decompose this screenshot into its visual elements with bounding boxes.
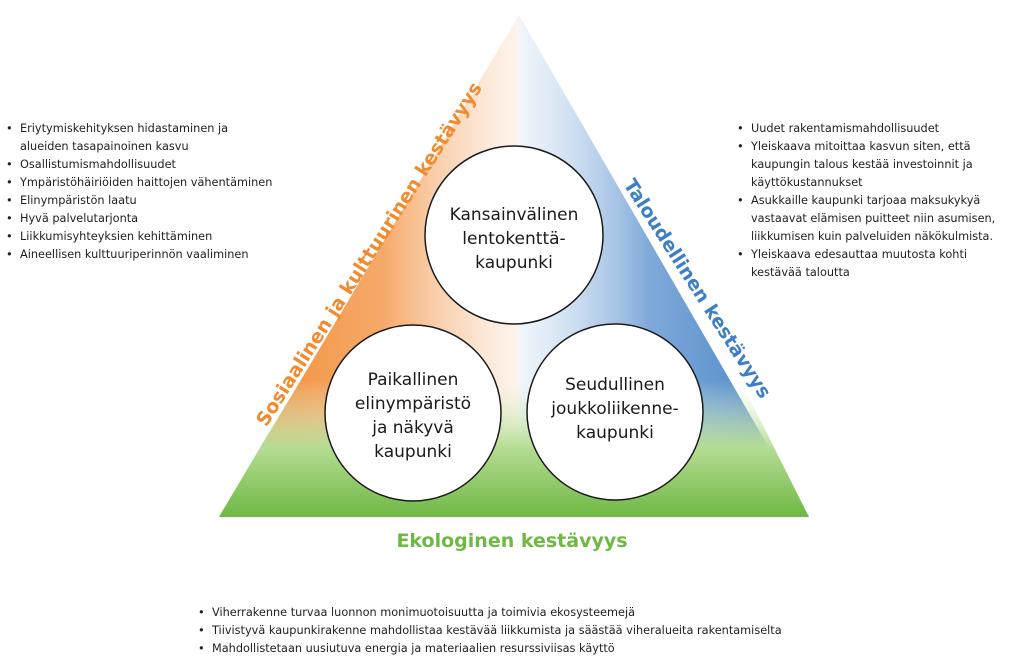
list-item: Yleiskaava mitoittaa kasvun siten, että … — [735, 138, 1024, 192]
circle-top — [424, 145, 604, 325]
list-item: Ympäristöhäiriöiden haittojen vähentämin… — [4, 174, 304, 192]
list-item: Uudet rakentamismahdollisuudet — [735, 120, 1024, 138]
circle-top-label: Kansainvälinen lentokenttä- kaupunki — [449, 205, 579, 273]
list-item: Yleiskaava edesauttaa muutosta kohti kes… — [735, 246, 1024, 282]
list-item: Hyvä palvelutarjonta — [4, 210, 304, 228]
list-item: Mahdollistetaan uusiutuva energia ja mat… — [196, 640, 876, 658]
circle-left — [324, 324, 502, 502]
list-item: Liikkumisyhteyksien kehittäminen — [4, 228, 304, 246]
list-item: Aineellisen kulttuuriperinnön vaaliminen — [4, 246, 304, 264]
ecological-bullet-list: Viherrakenne turvaa luonnon monimuotoisu… — [196, 604, 876, 658]
circle-right-label: Seudullinen joukkoliikenne- kaupunki — [551, 375, 679, 443]
list-item: Elinympäristön laatu — [4, 192, 304, 210]
list-item: Tiivistyvä kaupunkirakenne mahdollistaa … — [196, 622, 876, 640]
economic-bullet-list: Uudet rakentamismahdollisuudet Yleiskaav… — [735, 120, 1024, 282]
list-item: Asukkaille kaupunki tarjoaa maksukykyä v… — [735, 192, 1024, 246]
ecological-side-title: Ekologinen kestävyys — [396, 530, 628, 552]
list-item: Osallistumismahdollisuudet — [4, 156, 304, 174]
circle-right — [526, 323, 704, 501]
list-item: Eriytymiskehityksen hidastaminen ja alue… — [4, 120, 304, 156]
social-bullet-list: Eriytymiskehityksen hidastaminen ja alue… — [4, 120, 304, 264]
circle-left-label: Paikallinen elinympäristö ja näkyvä kaup… — [354, 370, 472, 462]
triangle-ecological-fill — [219, 380, 809, 517]
list-item: Viherrakenne turvaa luonnon monimuotoisu… — [196, 604, 876, 622]
